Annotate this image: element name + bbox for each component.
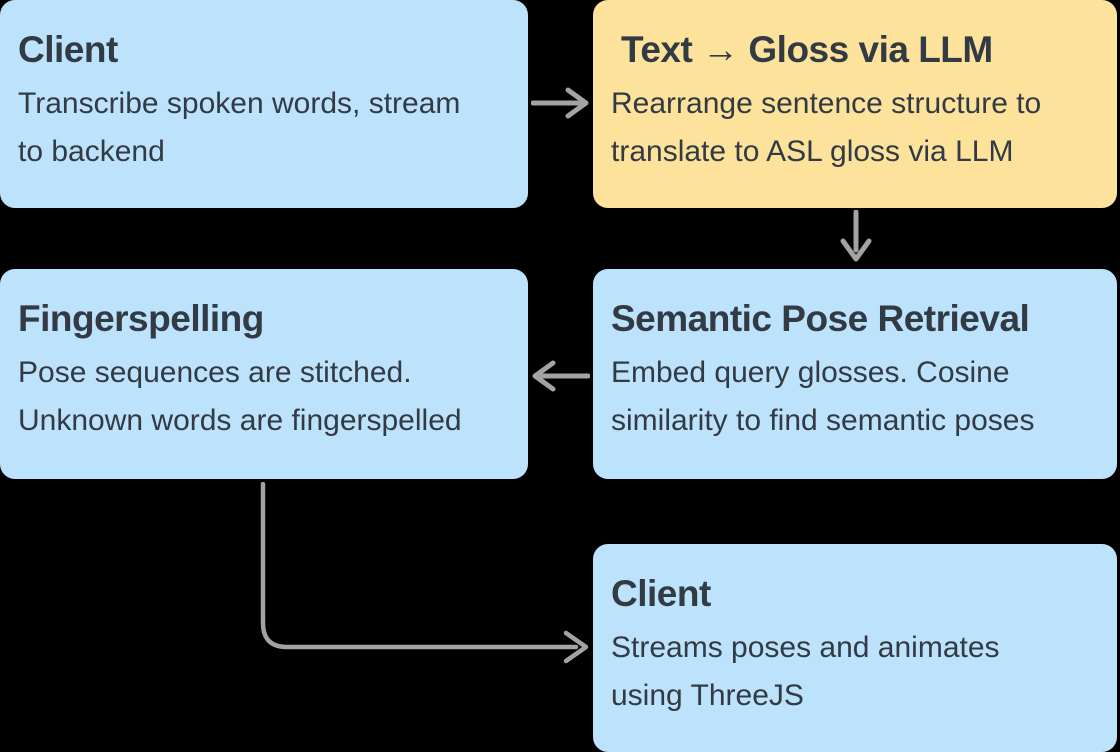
card-text-gloss-llm: Text → Gloss via LLM Rearrange sentence … (593, 0, 1117, 208)
card-text-gloss-llm-title: Text → Gloss via LLM (621, 29, 993, 70)
card-semantic-pose-retrieval-body-line-1: Embed query glosses. Cosine (611, 356, 1010, 389)
card-fingerspelling-title: Fingerspelling (18, 298, 264, 339)
card-text-gloss-llm-body-line-1: Rearrange sentence structure to (611, 87, 1042, 120)
card-fingerspelling: Fingerspelling Pose sequences are stitch… (0, 269, 528, 479)
card-client-top: Client Transcribe spoken words, stream t… (0, 0, 528, 208)
card-fingerspelling-body-line-2: Unknown words are fingerspelled (18, 404, 462, 437)
card-client-bottom-body-line-2: using ThreeJS (611, 679, 804, 712)
arrow-left-icon (528, 357, 590, 395)
card-text-gloss-llm-body-line-2: translate to ASL gloss via LLM (611, 135, 1014, 168)
card-semantic-pose-retrieval: Semantic Pose Retrieval Embed query glos… (593, 269, 1117, 479)
card-client-top-body-line-2: to backend (18, 135, 165, 168)
card-client-top-body-line-1: Transcribe spoken words, stream (18, 87, 461, 120)
arrow-elbow-icon (240, 482, 592, 668)
arrow-down-icon (837, 210, 875, 266)
card-client-top-title: Client (18, 29, 118, 70)
card-semantic-pose-retrieval-body-line-2: similarity to find semantic poses (611, 404, 1035, 437)
card-client-bottom-body-line-1: Streams poses and animates (611, 631, 1000, 664)
card-semantic-pose-retrieval-title: Semantic Pose Retrieval (611, 298, 1030, 339)
card-client-bottom-title: Client (611, 573, 711, 614)
arrow-right-icon (531, 84, 593, 122)
card-client-bottom: Client Streams poses and animates using … (593, 544, 1117, 752)
card-fingerspelling-body-line-1: Pose sequences are stitched. (18, 356, 412, 389)
